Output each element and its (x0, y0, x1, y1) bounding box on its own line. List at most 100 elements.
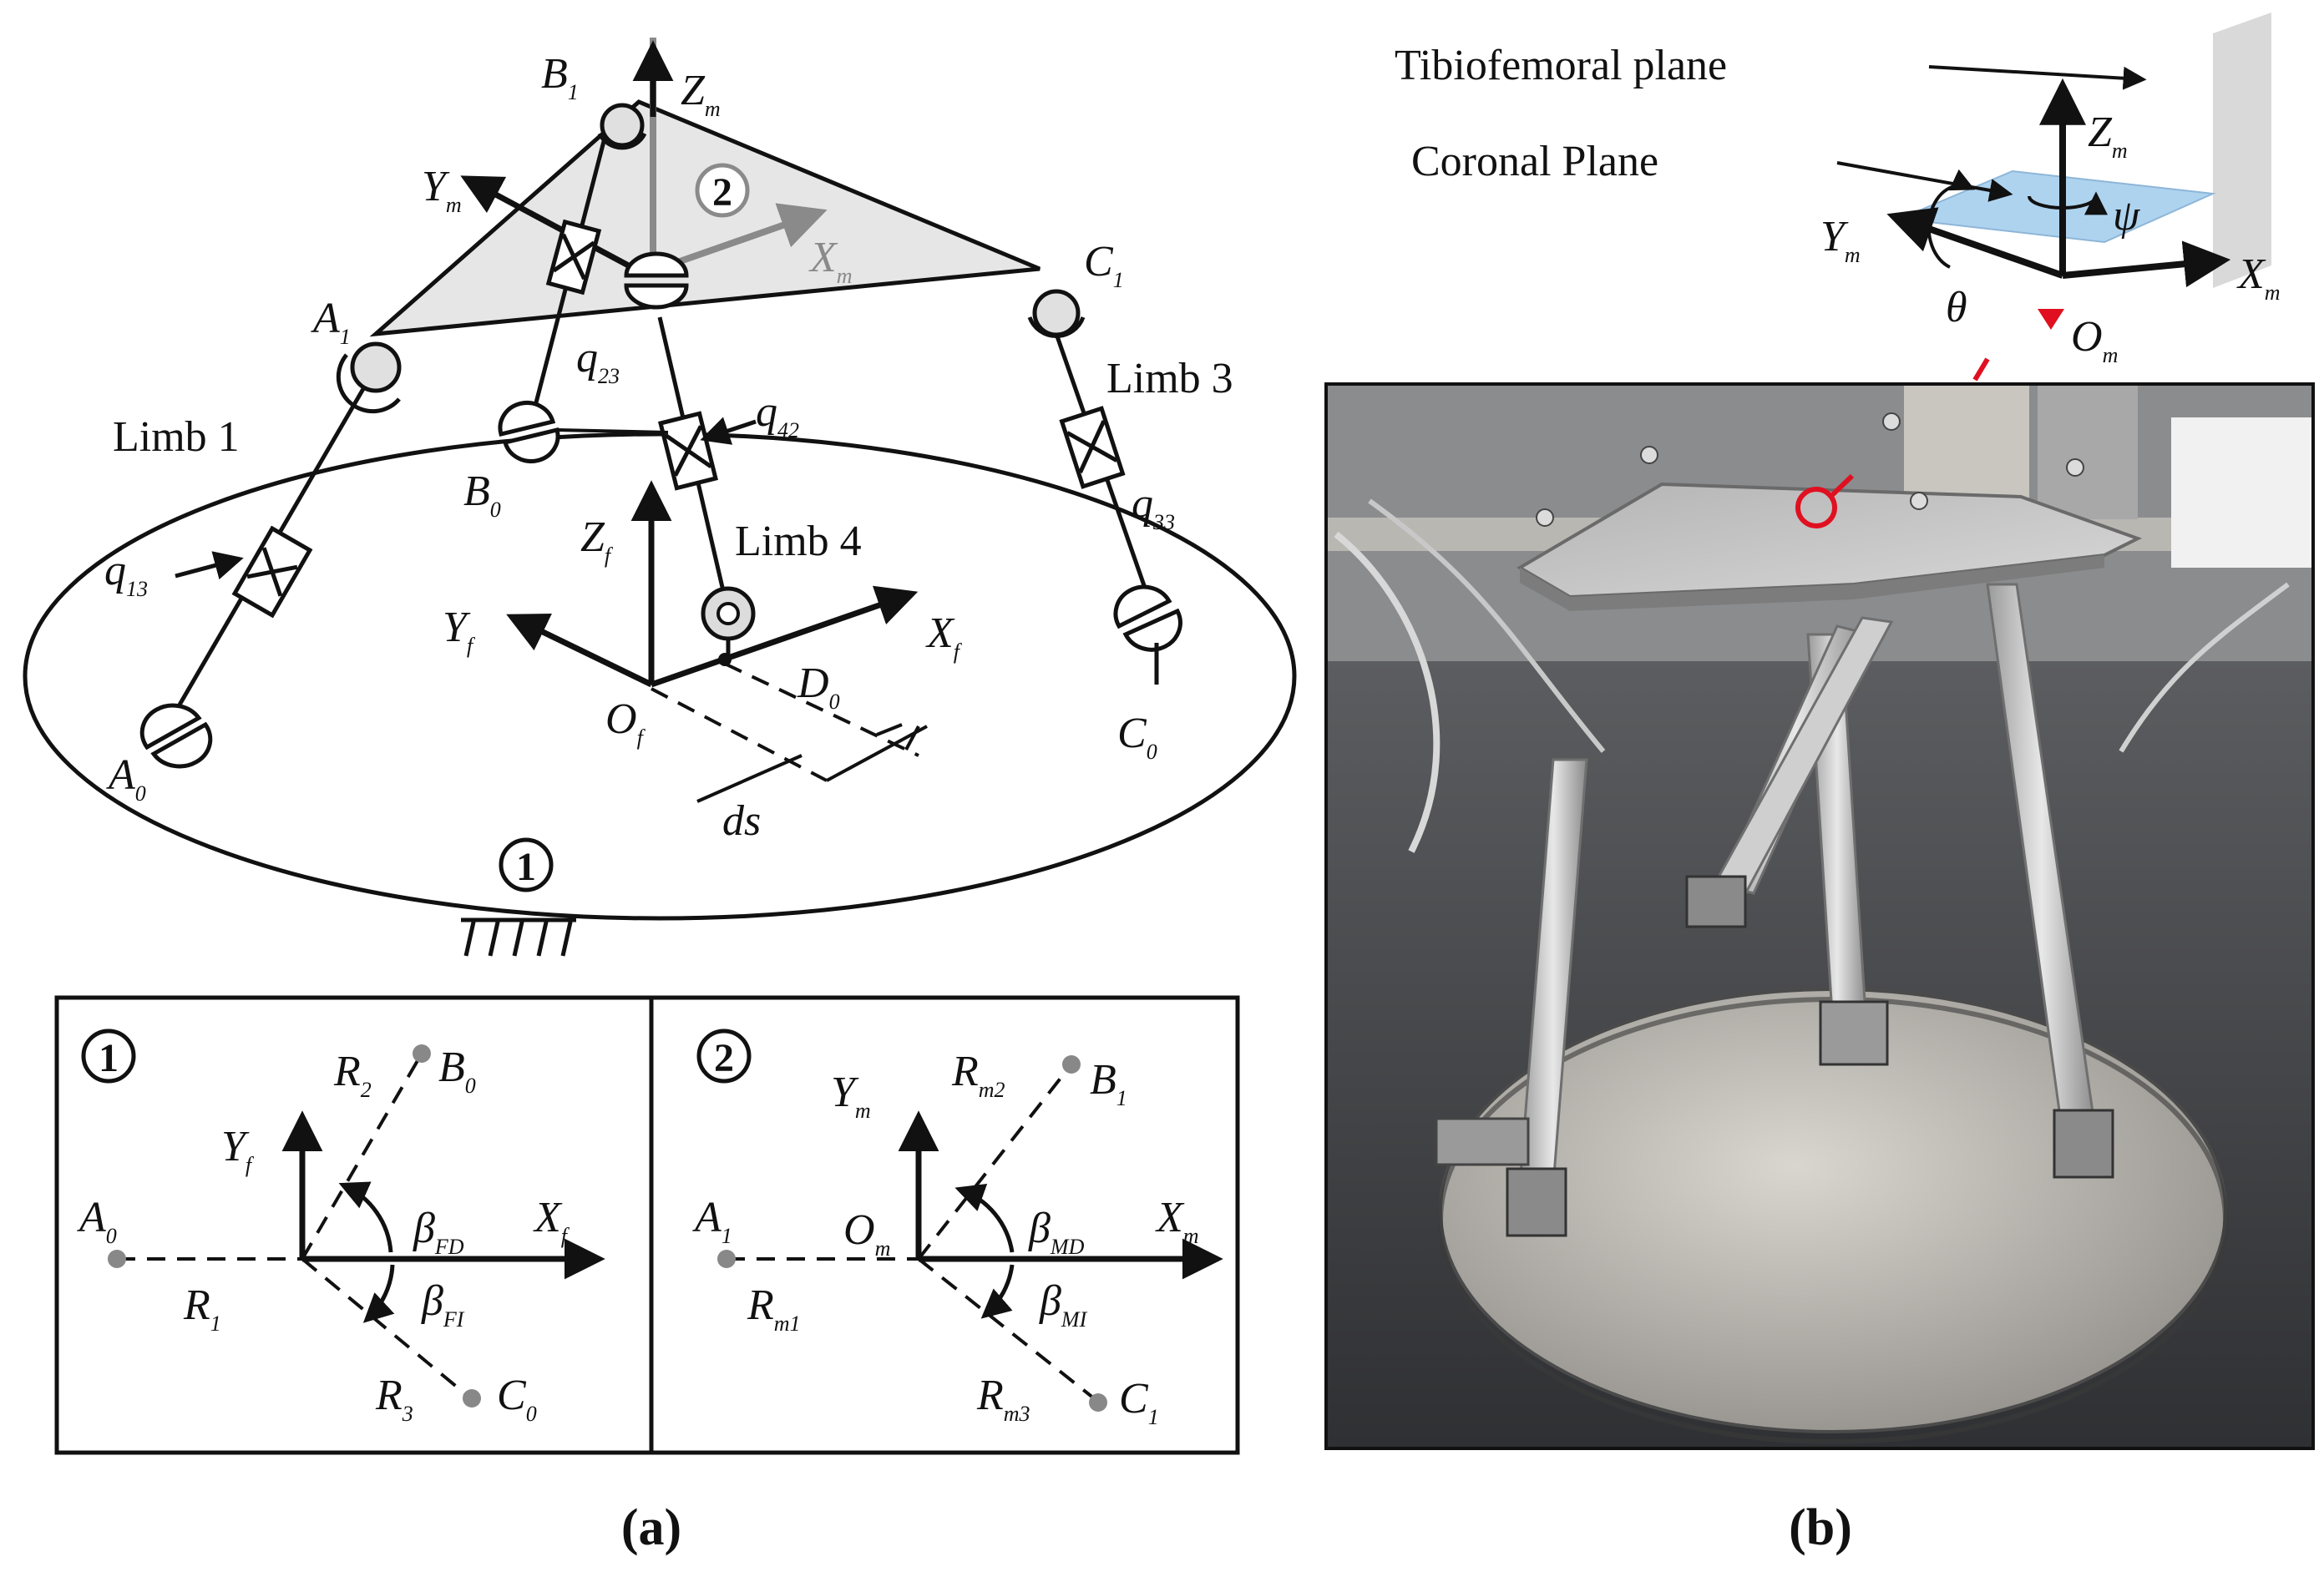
inset-label-b1: B1 (1090, 1056, 1127, 1110)
platform-number-circle (695, 163, 750, 218)
coronal-leader (1836, 161, 2013, 202)
xm-axis-line (666, 203, 828, 269)
moving-platform (369, 99, 1040, 337)
limb-2 (532, 124, 610, 410)
inset-label-xf: Xf (533, 1194, 570, 1248)
joint-b1 (597, 103, 647, 150)
base-number-circle (499, 837, 554, 892)
inset-platform: 2 (696, 1029, 1223, 1412)
joint-a1 (336, 341, 402, 414)
label-xf: Xf (925, 609, 963, 664)
label-a0: A0 (106, 751, 146, 806)
inset-label-yf: Yf (221, 1123, 255, 1177)
inset-base-number: 1 (99, 1036, 119, 1080)
limb-1 (165, 366, 378, 728)
q13-arrow (175, 551, 244, 580)
inset-b1-point (1062, 1055, 1081, 1074)
yf-axis-line (506, 614, 653, 688)
beta-fi-arc (362, 1264, 395, 1323)
joint-c0 (1113, 584, 1182, 685)
label-d0: D0 (797, 660, 840, 714)
base-guide-line (557, 428, 669, 434)
origin-leader (1972, 357, 1990, 382)
tibiofemoral-leader (1928, 65, 2147, 90)
panel-a: 2 (23, 38, 1297, 1556)
label-ym: Ym (422, 163, 462, 217)
inset-label-ym: Ym (831, 1069, 871, 1123)
photo-target-marker (1795, 487, 1837, 528)
label-c0: C0 (1117, 710, 1157, 764)
panel-b: Tibiofemoral plane Coronal Plane Zm ψ Ym… (1324, 13, 2315, 1556)
inset-label-r1: R1 (183, 1281, 221, 1336)
label-a1: A1 (311, 295, 351, 349)
inset-c0-point (463, 1389, 481, 1408)
label-b0: B0 (463, 468, 501, 522)
label-limb4: Limb 4 (735, 518, 862, 565)
inset-label-rm2: Rm2 (951, 1048, 1005, 1102)
beta-fd-arc (338, 1181, 393, 1253)
label-q13: q13 (104, 547, 148, 601)
label-q42: q42 (756, 388, 799, 442)
label-yf: Yf (443, 604, 476, 658)
ground-hatch (461, 917, 576, 957)
label-ds: ds (722, 797, 761, 845)
dimension-lines (651, 662, 919, 782)
inset-label-rm1: Rm1 (747, 1281, 801, 1336)
label-limb1: Limb 1 (113, 413, 240, 461)
inset-label-beta-md: βMD (1028, 1205, 1085, 1259)
frame-ym-axis (1886, 207, 2064, 279)
robot-photo (1324, 382, 2315, 1450)
inset-label-a1: A1 (692, 1194, 732, 1248)
origin-marker (2038, 309, 2064, 330)
inset-label-beta-fi: βFI (421, 1277, 465, 1332)
inset-label-rm3: Rm3 (976, 1372, 1030, 1426)
inset-base: 1 (81, 1029, 605, 1408)
joint-c1 (1027, 289, 1086, 339)
caption-b: (b) (1789, 1499, 1852, 1556)
inset-c1-point (1089, 1393, 1107, 1412)
caption-a: (a) (621, 1499, 681, 1556)
beta-md-arc (954, 1183, 1015, 1253)
inset-a0-point (108, 1250, 126, 1268)
joint-b0 (498, 401, 560, 463)
base-platform-ellipse (23, 432, 1297, 921)
inset-label-r2: R2 (333, 1048, 372, 1102)
label-q33: q33 (1132, 480, 1175, 534)
label-b-ym: Ym (1820, 213, 1861, 267)
inset-label-b0: B0 (438, 1044, 476, 1098)
inset-box (54, 995, 1240, 1455)
joint-limb4-base (701, 586, 756, 664)
psi-rotation-arrow (2028, 191, 2108, 215)
ym-axis-line (460, 175, 636, 272)
inset-label-c1: C1 (1119, 1375, 1159, 1429)
limb-3 (1054, 333, 1155, 610)
label-coronal-plane: Coronal Plane (1411, 138, 1658, 185)
limb-4 (657, 316, 729, 606)
label-xm: Xm (808, 234, 853, 288)
label-b-om: Om (2071, 313, 2118, 367)
beta-mi-arc (980, 1264, 1015, 1319)
inset-platform-number: 2 (714, 1036, 734, 1080)
label-b1: B1 (541, 50, 579, 104)
label-q23: q23 (576, 334, 620, 388)
inset-label-beta-mi: βMI (1039, 1277, 1088, 1332)
xf-axis-line (650, 585, 919, 688)
label-limb3: Limb 3 (1106, 355, 1233, 402)
inset-label-beta-fd: βFD (413, 1205, 464, 1259)
q42-arrow (700, 417, 757, 445)
joint-platform-center (624, 251, 689, 310)
inset-a1-point (717, 1250, 736, 1268)
label-tibiofemoral-plane: Tibiofemoral plane (1395, 42, 1727, 89)
inset-label-xm: Xm (1155, 1194, 1199, 1248)
label-of: Of (605, 695, 646, 750)
frame-xm-axis (2062, 240, 2231, 288)
label-b-theta: θ (1946, 284, 1967, 331)
base-number: 1 (516, 845, 536, 889)
label-b-psi: ψ (2113, 192, 2141, 240)
limb4-base-point (718, 653, 732, 666)
label-b-xm: Xm (2236, 250, 2281, 305)
label-zf: Zf (580, 513, 614, 568)
inset-b0-point (413, 1044, 431, 1063)
label-zm: Zm (681, 67, 721, 121)
